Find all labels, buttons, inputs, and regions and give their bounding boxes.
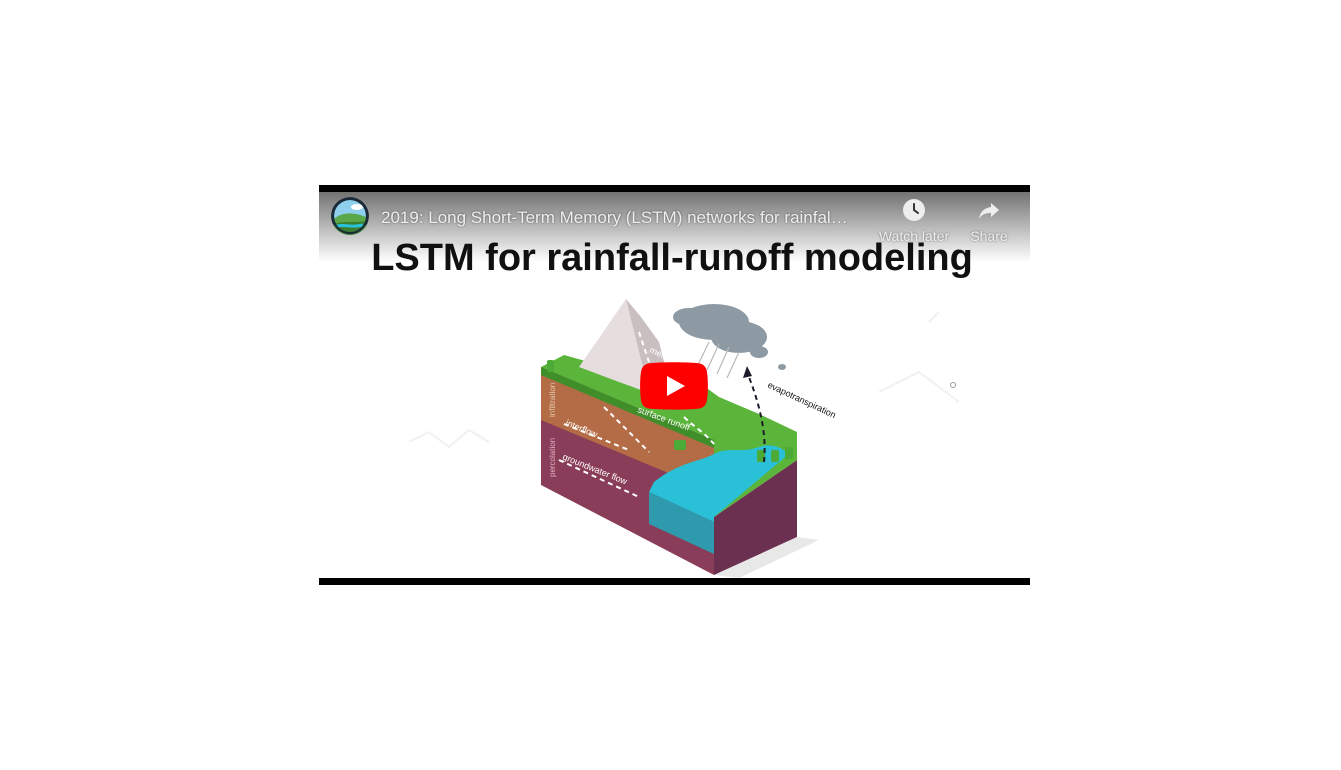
video-title[interactable]: 2019: Long Short-Term Memory (LSTM) netw… (381, 208, 848, 227)
video-player[interactable]: LSTM for rainfall-runoff modeling (319, 185, 1030, 585)
play-icon (640, 362, 708, 410)
watch-later-button[interactable]: Watch later (874, 197, 954, 247)
label-evapotranspiration: evapotranspiration (766, 380, 837, 420)
hydrology-block-diagram: melt surface runoff evapotranspiration i… (541, 299, 838, 578)
share-arrow-icon (979, 203, 999, 219)
share-button[interactable]: Share (949, 197, 1029, 247)
play-button[interactable] (640, 362, 708, 410)
label-percolation: percolation (548, 438, 557, 477)
share-label: Share (970, 228, 1008, 244)
channel-avatar[interactable] (331, 197, 369, 235)
clock-icon (903, 199, 925, 221)
watch-later-label: Watch later (878, 228, 950, 244)
label-infiltration: infiltration (548, 383, 557, 417)
